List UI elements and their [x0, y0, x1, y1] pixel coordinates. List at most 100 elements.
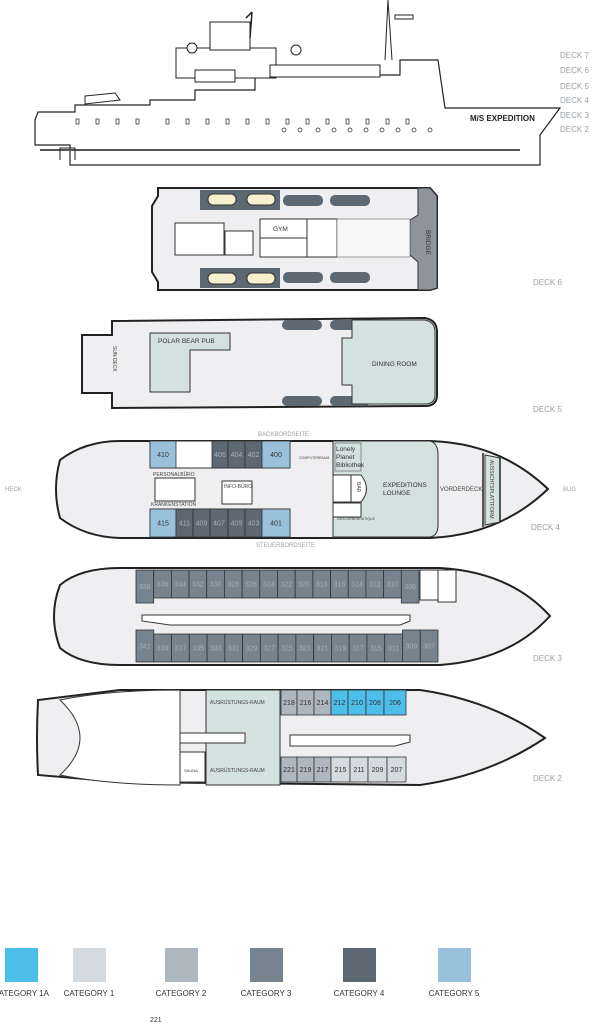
cabin-number: 314 [351, 582, 363, 589]
cabin-332[interactable]: 332 [188, 569, 208, 599]
port-side-label: BACKBORDSEITE [258, 432, 309, 438]
cabin-315[interactable]: 315 [366, 633, 386, 663]
cabin-number: 324 [263, 582, 275, 589]
cabin-211[interactable]: 211 [349, 756, 369, 783]
cabin-309[interactable]: 309 [402, 629, 421, 663]
cabin-218[interactable]: 218 [280, 689, 298, 716]
cabin-341[interactable]: 341 [135, 629, 155, 663]
deck-5-plan: POLAR BEAR PUB DINING ROOM SUN DECK DECK… [81, 316, 562, 414]
legend-item-category_2: CATEGORY 2 [156, 948, 207, 998]
legend-item-category_1a: CATEGORY 1A [0, 948, 50, 998]
cabin-323[interactable]: 323 [295, 633, 315, 663]
room-lounge-2: LOUNGE [383, 490, 411, 497]
cabin-317[interactable]: 317 [348, 633, 368, 663]
legend-label: CATEGORY 2 [156, 989, 207, 998]
cabin-310[interactable]: 310 [383, 569, 402, 599]
cabin-337[interactable]: 337 [171, 633, 190, 663]
cabin-306[interactable]: 306 [400, 569, 420, 604]
legend-label: CATEGORY 5 [429, 989, 480, 998]
room-equipment-bottom: AUSRÜSTUNGS-RAUM [210, 767, 265, 774]
cabin-318[interactable]: 318 [312, 569, 331, 599]
legend-swatch [165, 948, 198, 982]
legend-label: CATEGORY 1 [64, 989, 115, 998]
cabin-number: 217 [317, 767, 329, 774]
cabin-333[interactable]: 333 [206, 633, 226, 663]
cabin-410[interactable]: 410 [149, 440, 177, 469]
room-vorderdeck: VORDERDECK [440, 487, 482, 493]
cabin-402[interactable]: 402 [244, 440, 263, 469]
cabin-331[interactable]: 331 [224, 633, 243, 663]
legend-item-category_4: CATEGORY 4 [334, 948, 385, 998]
starboard-side-label: STEUERBORDSEITE [256, 543, 315, 549]
room-bar: BAR [355, 482, 361, 493]
cabin-325[interactable]: 325 [277, 633, 297, 663]
cabin-number: 335 [192, 646, 204, 653]
cabin-328[interactable]: 328 [224, 569, 243, 599]
cabin-number: 309 [406, 644, 418, 651]
cabin-322[interactable]: 322 [277, 569, 296, 599]
cabin-number: 315 [370, 646, 382, 653]
cabin-number: 334 [174, 582, 186, 589]
cabin-320[interactable]: 320 [294, 569, 314, 599]
cabin-406[interactable]: 406 [211, 440, 229, 469]
cabin-216[interactable]: 216 [296, 689, 315, 716]
cabin-330[interactable]: 330 [206, 569, 225, 599]
cabin-407[interactable]: 407 [209, 508, 229, 538]
cabin-321[interactable]: 321 [313, 633, 332, 663]
cabin-number: 410 [157, 452, 169, 459]
legend-label: CATEGORY 4 [334, 989, 385, 998]
cabin-400[interactable]: 400 [261, 440, 291, 469]
profile-deck-label: DECK 4 [560, 96, 589, 105]
cabin-404[interactable]: 404 [227, 440, 246, 469]
deck-4-label: DECK 4 [531, 523, 560, 532]
cabin-401[interactable]: 401 [261, 508, 291, 538]
cabin-209[interactable]: 209 [367, 756, 388, 783]
cabin-409[interactable]: 409 [192, 508, 211, 538]
cabin-338[interactable]: 338 [135, 569, 155, 604]
cabin-number: 218 [283, 700, 295, 707]
cabin-210[interactable]: 210 [347, 689, 367, 716]
cabin-206[interactable]: 206 [383, 689, 407, 716]
cabin-326[interactable]: 326 [241, 569, 261, 599]
room-computerraum: COMPUTERRAUM [299, 456, 329, 460]
cabin-number: 341 [139, 644, 151, 651]
cabin-214[interactable]: 214 [313, 689, 332, 716]
cabin-334[interactable]: 334 [170, 569, 190, 599]
cabin-212[interactable]: 212 [330, 689, 349, 716]
cabin-number: 320 [298, 582, 310, 589]
cabin-number: 215 [335, 767, 347, 774]
cabin-329[interactable]: 329 [242, 633, 261, 663]
cabin-221[interactable]: 221 [280, 756, 298, 783]
cabin-207[interactable]: 207 [386, 756, 407, 783]
cabin-215[interactable]: 215 [330, 756, 351, 783]
cabin-316[interactable]: 316 [330, 569, 349, 599]
cabin-number: 322 [281, 582, 293, 589]
cabin-312[interactable]: 312 [365, 569, 385, 599]
cabin-314[interactable]: 314 [347, 569, 367, 599]
cabin-335[interactable]: 335 [188, 633, 208, 663]
legend-swatch [5, 948, 38, 982]
deck-3-label: DECK 3 [533, 654, 562, 663]
cabin-405[interactable]: 405 [227, 508, 246, 538]
category-legend: CATEGORY 1A CATEGORY 1 CATEGORY 2 CATEGORY … [0, 948, 480, 998]
cabin-307[interactable]: 307 [419, 629, 439, 663]
cabin-411[interactable]: 411 [175, 508, 194, 538]
room-aussichtsplattform: AUSSICHTSPLATTFORM [488, 460, 494, 519]
cabin-327[interactable]: 327 [259, 633, 279, 663]
cabin-number: 206 [389, 700, 401, 707]
cabin-339[interactable]: 339 [153, 633, 172, 663]
cabin-311[interactable]: 311 [384, 633, 403, 663]
cabin-324[interactable]: 324 [259, 569, 278, 599]
cabin-336[interactable]: 336 [153, 569, 172, 599]
cabin-403[interactable]: 403 [244, 508, 263, 538]
cabin-217[interactable]: 217 [313, 756, 332, 783]
cabin-415[interactable]: 415 [149, 508, 177, 538]
cabin-208[interactable]: 208 [365, 689, 385, 716]
deck-5-label: DECK 5 [533, 405, 562, 414]
cabin-219[interactable]: 219 [296, 756, 315, 783]
cabin-number: 407 [213, 521, 225, 528]
cabin-fill [419, 629, 439, 663]
room-sauna: SAUNA [184, 768, 198, 773]
cabin-319[interactable]: 319 [331, 633, 350, 663]
